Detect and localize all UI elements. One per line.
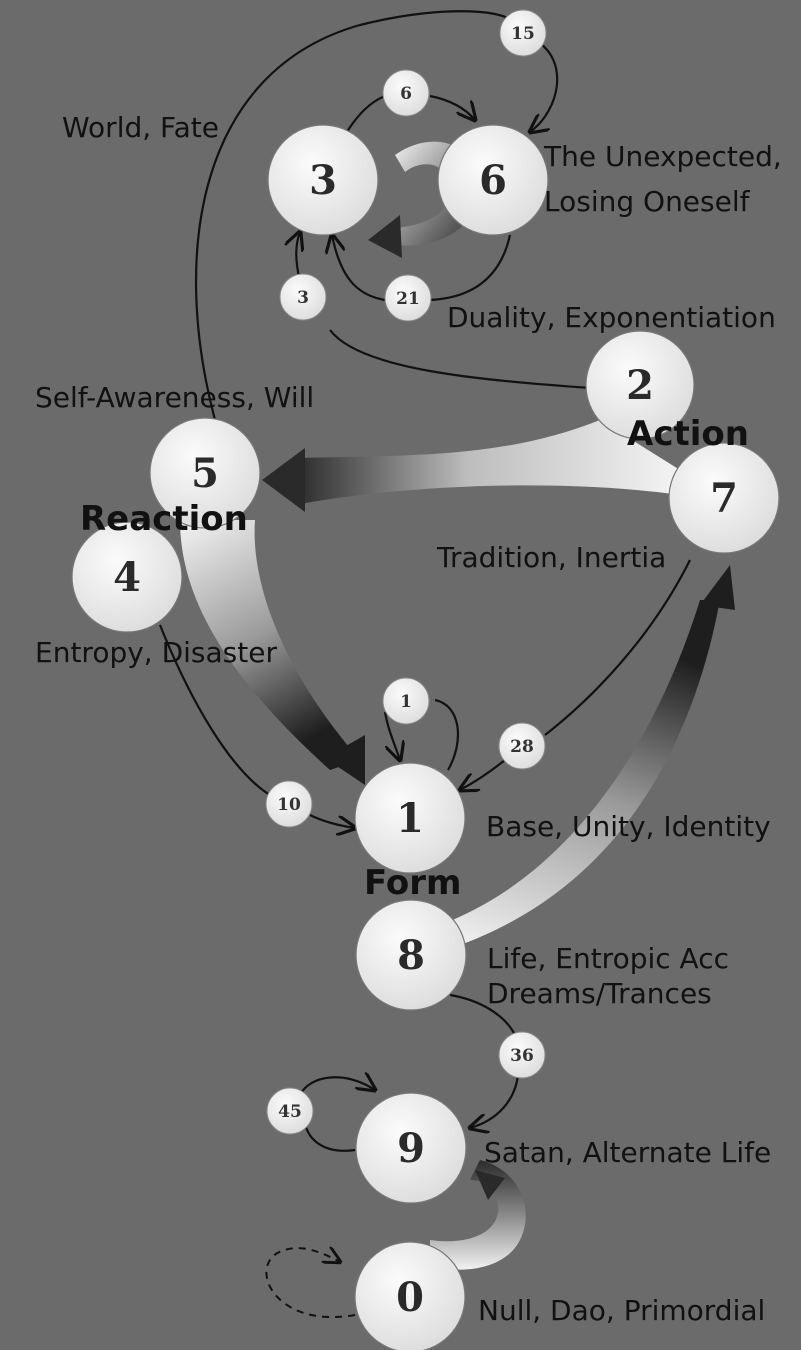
- svg-text:3: 3: [297, 288, 309, 308]
- wide-arrow-2-7-to-5: [262, 420, 680, 512]
- edge-label-15: 15: [499, 9, 547, 57]
- edge-label-3: 3: [279, 273, 327, 321]
- node-5: 5: [149, 417, 261, 529]
- edge-label-1: 1: [382, 677, 430, 725]
- edge-3-to-6: [344, 94, 475, 135]
- caption-unexpected: The Unexpected,: [544, 140, 782, 173]
- edge-label-6: 6: [382, 69, 430, 117]
- svg-text:8: 8: [397, 932, 425, 979]
- edge-4-to-1: [158, 624, 355, 828]
- group-label-form: Form: [364, 863, 462, 903]
- svg-text:1: 1: [396, 795, 424, 842]
- edge-label-21: 21: [384, 274, 432, 322]
- svg-text:3: 3: [309, 157, 337, 204]
- svg-text:5: 5: [191, 450, 219, 497]
- caption-self-awareness: Self-Awareness, Will: [35, 381, 315, 414]
- svg-text:9: 9: [397, 1125, 425, 1172]
- svg-text:36: 36: [510, 1046, 534, 1066]
- svg-text:1: 1: [400, 692, 412, 712]
- group-label-action: Action: [627, 414, 749, 454]
- caption-null-dao: Null, Dao, Primordial: [478, 1294, 766, 1327]
- caption-losing-oneself: Losing Oneself: [544, 185, 750, 218]
- svg-text:21: 21: [396, 289, 420, 309]
- edge-5-to-6: [194, 10, 511, 421]
- wide-arrow-1-8-to-7: [440, 565, 735, 945]
- svg-text:0: 0: [396, 1274, 424, 1321]
- node-3: 3: [267, 124, 379, 236]
- caption-entropy: Entropy, Disaster: [35, 636, 277, 669]
- edge-6-to-3: [332, 235, 512, 302]
- wide-arrow-9-0-swirl: [430, 1160, 526, 1270]
- node-1: 1: [354, 762, 466, 874]
- node-9: 9: [355, 1092, 467, 1204]
- edge-label-36: 36: [498, 1031, 546, 1079]
- caption-world-fate: World, Fate: [62, 111, 219, 144]
- node-2: 2: [585, 330, 695, 440]
- caption-life-line1: Life, Entropic Acc: [487, 942, 730, 975]
- svg-text:15: 15: [511, 24, 535, 44]
- node-4: 4: [71, 521, 183, 633]
- svg-text:2: 2: [626, 362, 654, 409]
- edge-label-28: 28: [498, 722, 546, 770]
- edge-1-self: [385, 698, 460, 770]
- edge-7-to-1: [460, 559, 691, 790]
- edge-0-self: [265, 1248, 356, 1318]
- node-8: 8: [355, 899, 467, 1011]
- node-0: 0: [354, 1241, 466, 1350]
- edge-8-to-9: [450, 993, 520, 1128]
- edge-15-to-6: [530, 39, 559, 132]
- wide-arrow-5-4-to-1: [180, 520, 365, 785]
- svg-text:7: 7: [710, 475, 738, 522]
- caption-satan: Satan, Alternate Life: [484, 1136, 772, 1169]
- node-7: 7: [668, 442, 780, 554]
- caption-life-line2: Dreams/Trances: [487, 977, 712, 1010]
- edge-label-45: 45: [266, 1087, 314, 1135]
- svg-text:6: 6: [400, 84, 412, 104]
- node-6: 6: [437, 124, 549, 236]
- svg-text:10: 10: [277, 795, 301, 815]
- group-label-reaction: Reaction: [80, 499, 248, 539]
- caption-base-unity: Base, Unity, Identity: [486, 810, 771, 843]
- svg-text:45: 45: [278, 1102, 302, 1122]
- svg-text:6: 6: [479, 157, 507, 204]
- svg-text:4: 4: [113, 554, 141, 601]
- caption-tradition: Tradition, Inertia: [437, 541, 667, 574]
- caption-duality: Duality, Exponentiation: [447, 301, 776, 334]
- svg-text:28: 28: [510, 737, 534, 757]
- edge-label-10: 10: [265, 780, 313, 828]
